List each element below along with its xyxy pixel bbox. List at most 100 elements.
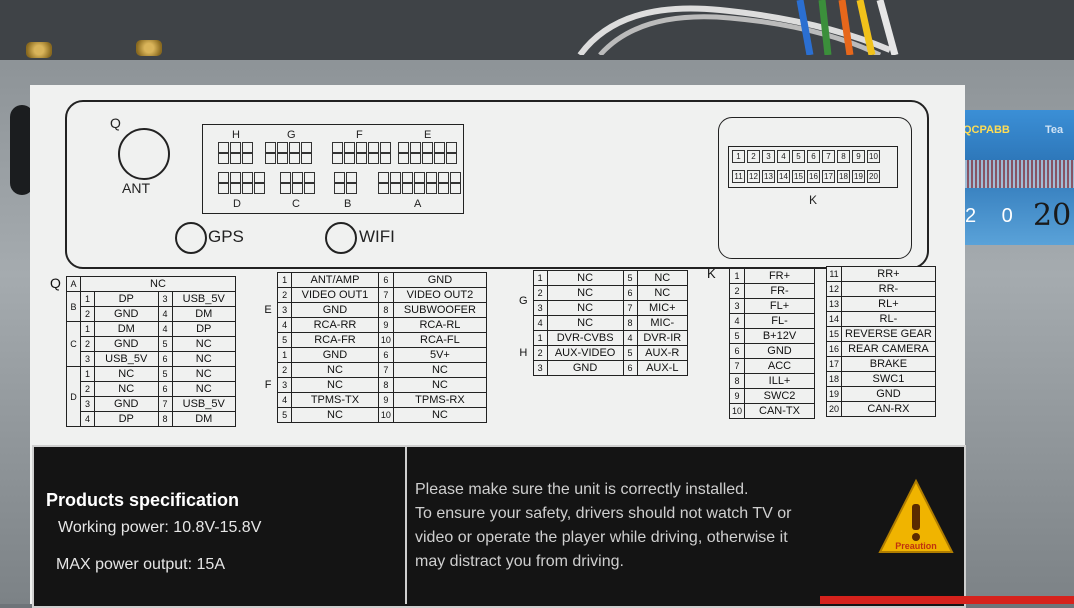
pin-cell: 19	[852, 170, 865, 183]
pin-number: 2	[728, 283, 746, 299]
pin-number: 3	[80, 396, 95, 412]
pin-value: NC	[546, 315, 624, 331]
pin-number: 2	[532, 285, 548, 301]
pin-grid-row	[218, 153, 253, 164]
pin-cell	[380, 153, 391, 164]
pin-value: GND	[744, 343, 815, 359]
pin-value: GND	[291, 302, 379, 318]
pin-number: 13	[825, 296, 843, 312]
pin-number: 6	[622, 285, 638, 301]
pin-cell	[277, 142, 288, 153]
pin-cell	[450, 183, 461, 194]
pin-value: NC	[94, 366, 159, 382]
pin-grid-row	[332, 142, 391, 153]
pin-cell: 6	[807, 150, 820, 163]
pin-number: 1	[277, 272, 293, 288]
pin-number: 8	[377, 377, 394, 393]
antenna-letter: Q	[110, 115, 121, 131]
pin-number: 6	[728, 343, 746, 359]
pin-value: NC	[392, 407, 488, 423]
pin-cell	[426, 183, 437, 194]
pin-number: 4	[157, 321, 173, 337]
pin-number: 10	[377, 407, 394, 423]
pin-number: 2	[277, 362, 293, 378]
pin-value: NC	[291, 407, 379, 423]
pin-cell: 2	[747, 150, 760, 163]
gps-port-icon	[175, 222, 207, 254]
table-q-label: Q	[50, 275, 61, 291]
pin-value: SWC2	[744, 388, 815, 404]
pin-grid-row	[334, 172, 357, 183]
connector-g-label: G	[287, 129, 296, 141]
pin-cell: 1	[732, 150, 745, 163]
pin-value: NC	[171, 351, 236, 367]
pin-cell	[398, 142, 409, 153]
pin-value: DM	[171, 411, 236, 427]
pin-value: RCA-FL	[392, 332, 488, 348]
pin-value: ILL+	[744, 373, 815, 389]
pin-cell	[292, 183, 303, 194]
pin-number: 4	[277, 392, 293, 408]
pin-number: 7	[377, 362, 394, 378]
antenna-port-icon	[118, 128, 170, 180]
pin-cell	[254, 172, 265, 183]
sticker-brand: QCPABB	[963, 124, 1010, 136]
pin-cell	[346, 172, 357, 183]
pin-cell	[242, 142, 253, 153]
pin-cell	[242, 183, 253, 194]
pin-cell: 10	[867, 150, 880, 163]
pin-grid-row	[398, 142, 457, 153]
pin-value: VIDEO OUT2	[392, 287, 488, 303]
pin-value: RCA-FR	[291, 332, 379, 348]
pin-cell	[304, 172, 315, 183]
pin-value: DP	[94, 411, 159, 427]
pin-number: 4	[532, 315, 548, 331]
pin-number: 1	[80, 366, 95, 382]
pin-cell	[242, 172, 253, 183]
caution-icon: Preaution	[878, 478, 954, 553]
pin-number: 3	[157, 291, 173, 307]
pin-value: RL-	[841, 311, 936, 327]
pin-number: 1	[277, 347, 293, 363]
pin-cell	[414, 172, 425, 183]
pin-grid-row	[398, 153, 457, 164]
group-label: B	[66, 291, 81, 322]
pin-cell	[218, 183, 229, 194]
pin-number: 18	[825, 371, 843, 387]
pin-value: NC	[171, 381, 236, 397]
pin-number: 4	[80, 411, 95, 427]
pin-value: B+12V	[744, 328, 815, 344]
pin-cell	[334, 172, 345, 183]
pin-value: SWC1	[841, 371, 936, 387]
wifi-label: WIFI	[359, 227, 395, 246]
pin-value: ANT/AMP	[291, 272, 379, 288]
pin-cell	[346, 183, 357, 194]
pin-number: 1	[80, 291, 95, 307]
pin-number: 6	[377, 347, 394, 363]
pin-value: NC	[546, 285, 624, 301]
pin-number: 12	[825, 281, 843, 297]
pin-cell	[438, 172, 449, 183]
pin-number: 2	[80, 336, 95, 352]
pin-value: MIC+	[636, 300, 689, 316]
pin-value: GND	[841, 386, 936, 402]
k-connector-diagram	[718, 117, 912, 259]
pin-cell	[398, 153, 409, 164]
pin-cell: 8	[837, 150, 850, 163]
pin-number: 14	[825, 311, 843, 327]
warning-line-2: To ensure your safety, drivers should no…	[415, 505, 792, 522]
pin-value: AUX-L	[636, 360, 689, 376]
